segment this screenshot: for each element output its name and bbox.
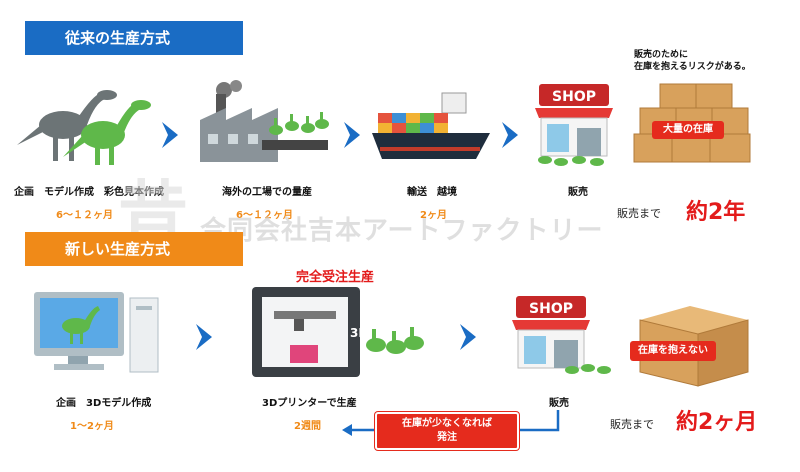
new-step-planning-duration: 1～2ヶ月 <box>70 421 114 432</box>
new-step-sales-label: 販売 <box>549 398 569 409</box>
old-step-mass-production-label: 海外の工場での量産 <box>222 187 312 198</box>
risk-note-line2: 在庫を抱えるリスクがある。 <box>634 62 751 72</box>
old-total-duration: 約2年 <box>686 200 746 225</box>
chevron-right-icon <box>460 324 476 350</box>
bulk-stock-label: 大量の在庫 <box>652 121 724 139</box>
old-method-header: 従来の生産方式 <box>25 21 243 55</box>
reorder-note-line2: 発注 <box>437 432 457 443</box>
factory-illustration <box>200 80 329 162</box>
new-until-sale: 販売まで <box>610 418 654 431</box>
reorder-note: 在庫が少なくなれば 発注 <box>375 412 519 450</box>
reorder-note-line1: 在庫が少なくなれば <box>402 418 492 429</box>
old-step-shipping-duration: 2ヶ月 <box>420 210 447 221</box>
old-step-planning-duration: 6～１２ヶ月 <box>56 210 113 221</box>
made-to-order-label: 完全受注生産 <box>296 270 375 285</box>
new-step-printing-duration: 2週間 <box>294 421 321 432</box>
risk-note-line1: 販売のために <box>634 50 689 60</box>
computer-3d-modeling-illustration <box>34 292 159 373</box>
new-step-planning-label: 企画 3Dモデル作成 <box>56 398 152 409</box>
new-step-printing-label: 3Dプリンターで生産 <box>262 398 357 409</box>
old-until-sale: 販売まで <box>617 207 661 220</box>
cargo-ship-illustration <box>372 92 490 159</box>
dinosaur-models-illustration <box>17 90 151 165</box>
chevron-right-icon <box>196 324 212 350</box>
watermark-text: 合同会社吉本アートファクトリー <box>200 216 604 246</box>
chevron-right-icon <box>344 122 360 148</box>
chevron-right-icon <box>162 122 178 148</box>
printer-3d-label: 3D <box>350 326 368 340</box>
old-step-mass-production-duration: 6～１２ヶ月 <box>236 210 293 221</box>
new-total-duration: 約2ヶ月 <box>676 410 758 435</box>
shop-illustration: SHOP <box>512 296 611 374</box>
3d-printer-illustration: 3D <box>252 287 424 377</box>
shop-illustration: SHOP <box>535 84 613 166</box>
old-step-planning-label: 企画 モデル作成 彩色見本作成 <box>14 187 164 198</box>
new-method-header: 新しい生産方式 <box>25 232 243 266</box>
no-stock-label: 在庫を抱えない <box>630 341 716 361</box>
chevron-right-icon <box>502 122 518 148</box>
old-step-sales-label: 販売 <box>568 187 588 198</box>
old-step-shipping-label: 輸送 越境 <box>407 187 457 198</box>
shop-sign-old: SHOP <box>552 89 596 105</box>
shop-sign-new: SHOP <box>529 301 573 317</box>
